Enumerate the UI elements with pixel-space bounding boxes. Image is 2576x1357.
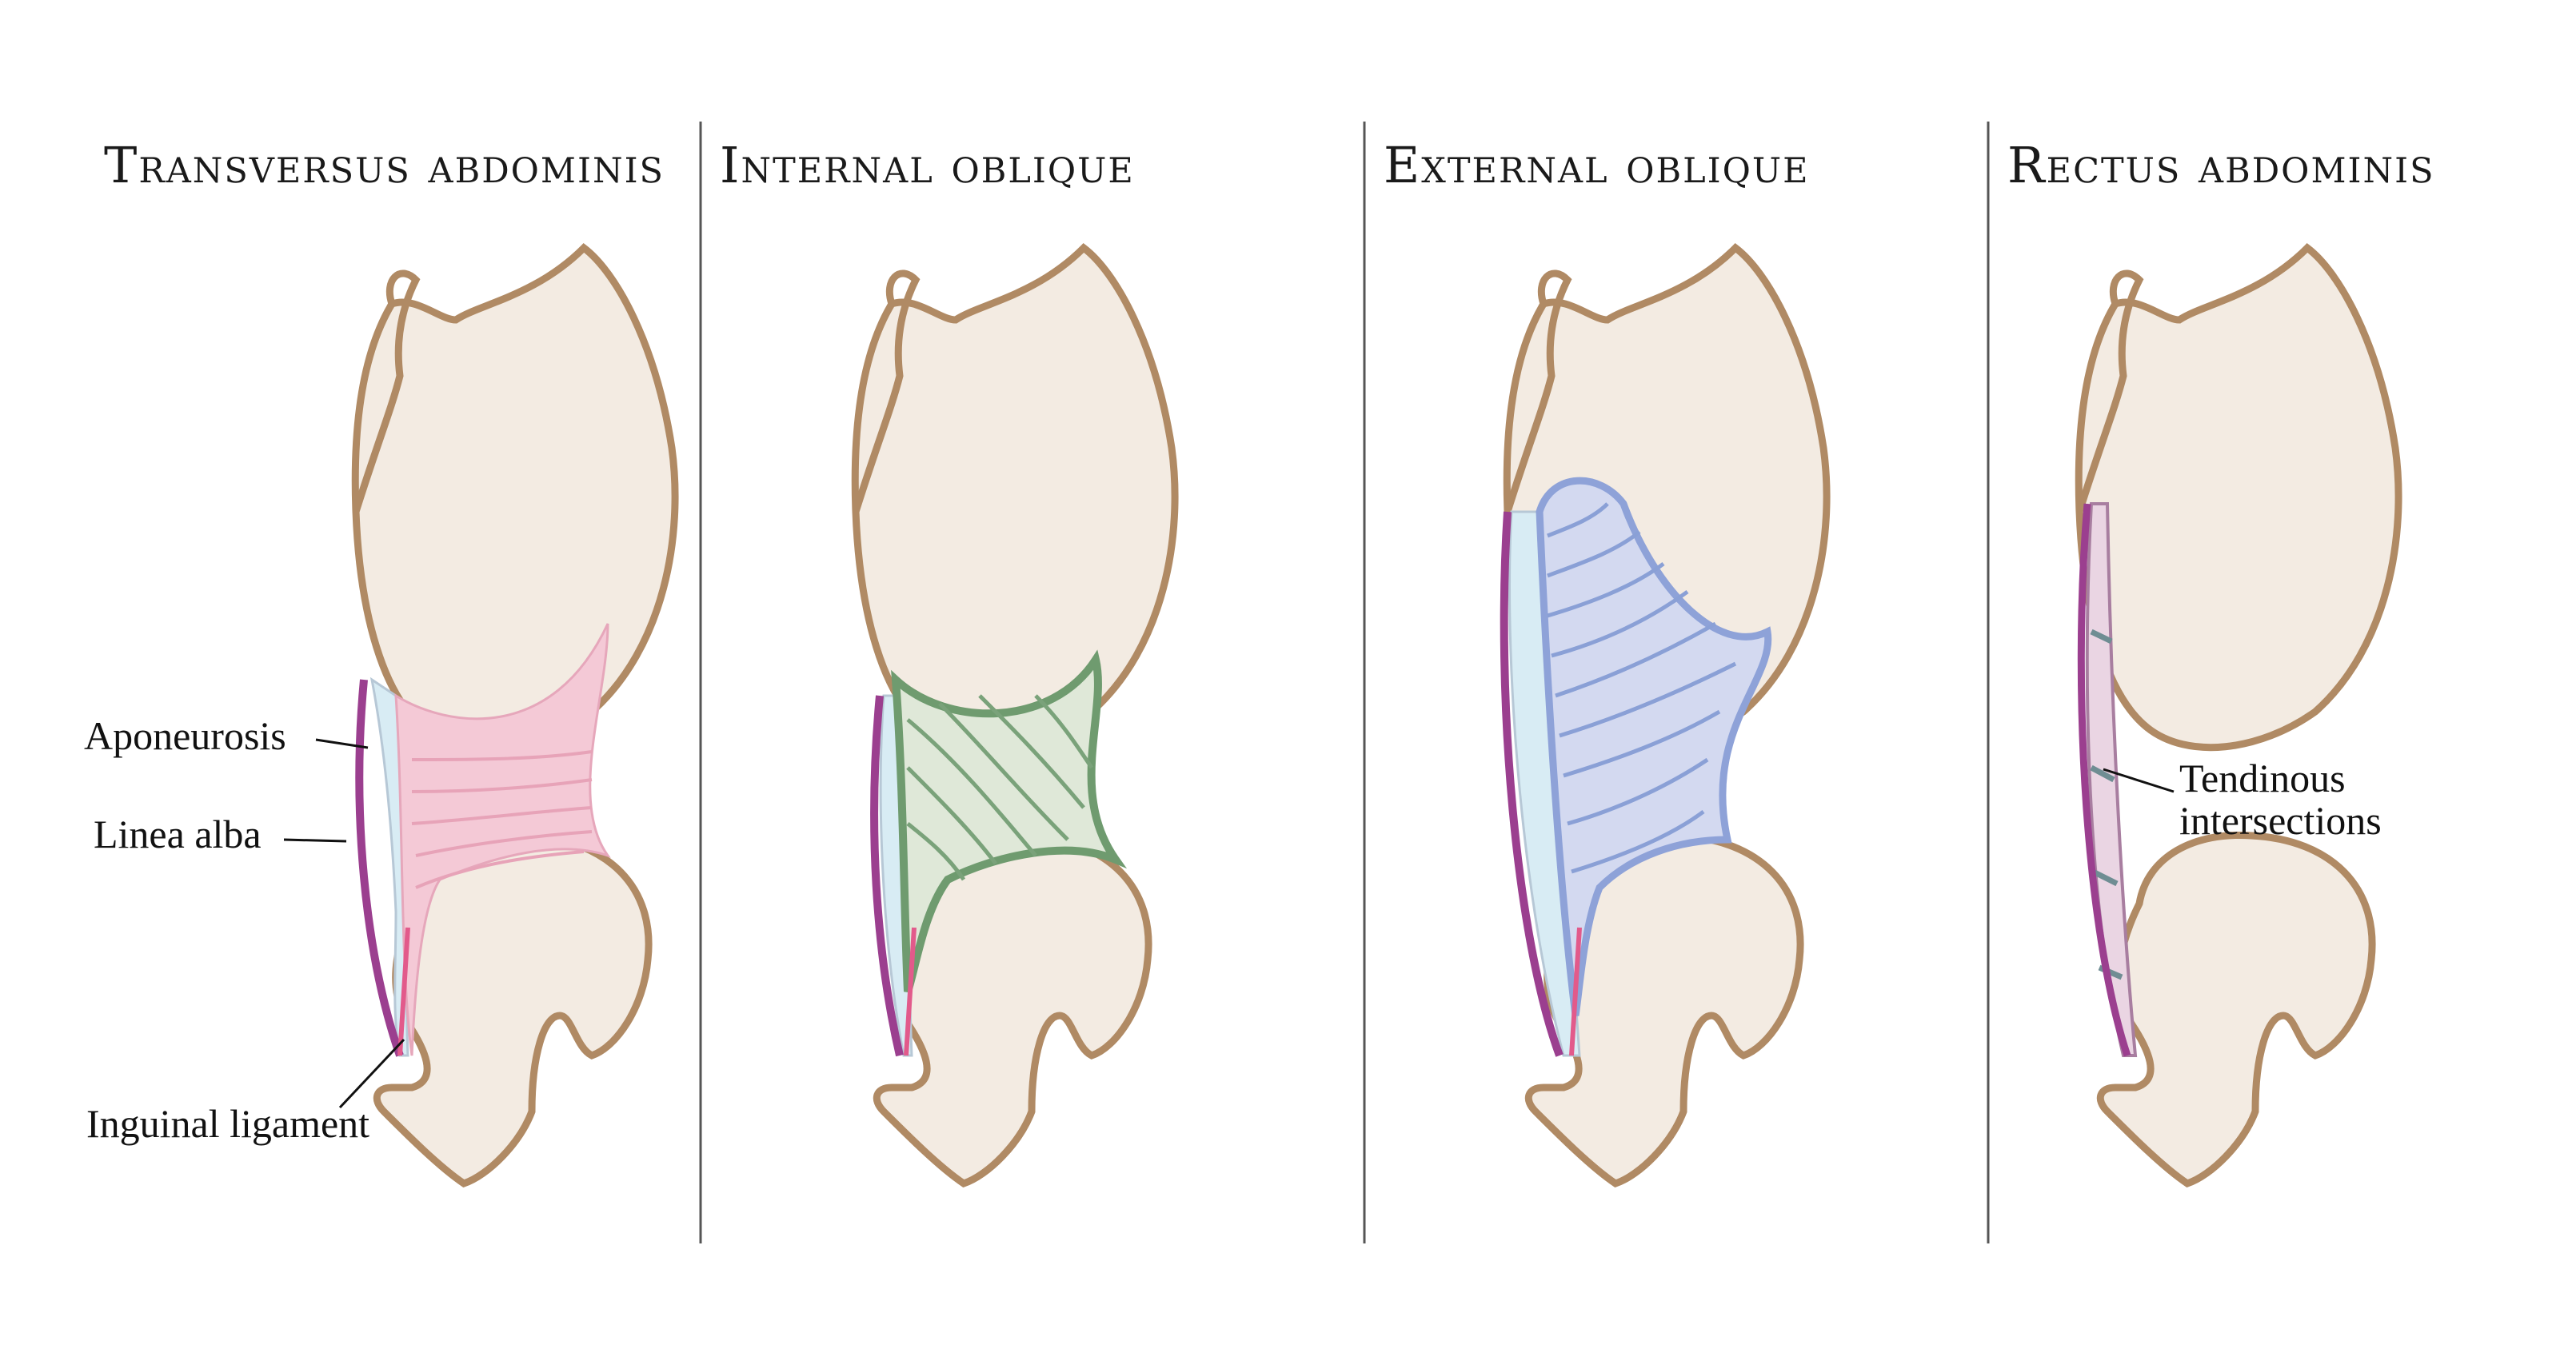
panel-title-internal-oblique: Internal oblique xyxy=(720,136,1135,194)
panel-title-transversus: Transversus abdominis xyxy=(104,136,665,194)
inguinal-ligament xyxy=(904,927,917,1056)
panel-internal-oblique xyxy=(855,248,1175,1183)
leader-tendinous-intersections xyxy=(2103,768,2175,793)
linea-alba xyxy=(355,679,404,1057)
label-tendinous: Tendinous xyxy=(2179,756,2346,800)
label-intersections: intersections xyxy=(2179,798,2382,843)
internal-oblique-muscle xyxy=(891,649,1128,993)
label-linea-alba: Linea alba xyxy=(94,812,262,856)
panel-rectus xyxy=(2079,248,2398,1183)
leader-linea-alba xyxy=(283,838,347,843)
linea-alba xyxy=(2077,503,2131,1057)
muscle-fibres xyxy=(1547,502,1737,874)
panel-title-rectus: Rectus abdominis xyxy=(2007,136,2435,194)
leader-aponeurosis xyxy=(315,738,369,749)
muscle-fibres xyxy=(906,694,1094,881)
external-oblique-muscle xyxy=(1536,477,1772,1016)
label-aponeurosis: Aponeurosis xyxy=(84,713,286,758)
muscle-fibres xyxy=(411,750,593,889)
inguinal-ligament xyxy=(397,927,410,1056)
inguinal-ligament xyxy=(1569,927,1582,1056)
panel-external-oblique xyxy=(1500,248,1827,1183)
panel-transversus xyxy=(355,248,675,1183)
panel-title-external-oblique: External oblique xyxy=(1384,136,1810,194)
linea-alba xyxy=(1500,511,1564,1057)
label-inguinal-ligament: Inguinal ligament xyxy=(86,1101,369,1146)
linea-alba xyxy=(870,695,904,1057)
leader-inguinal-ligament xyxy=(338,1038,405,1109)
